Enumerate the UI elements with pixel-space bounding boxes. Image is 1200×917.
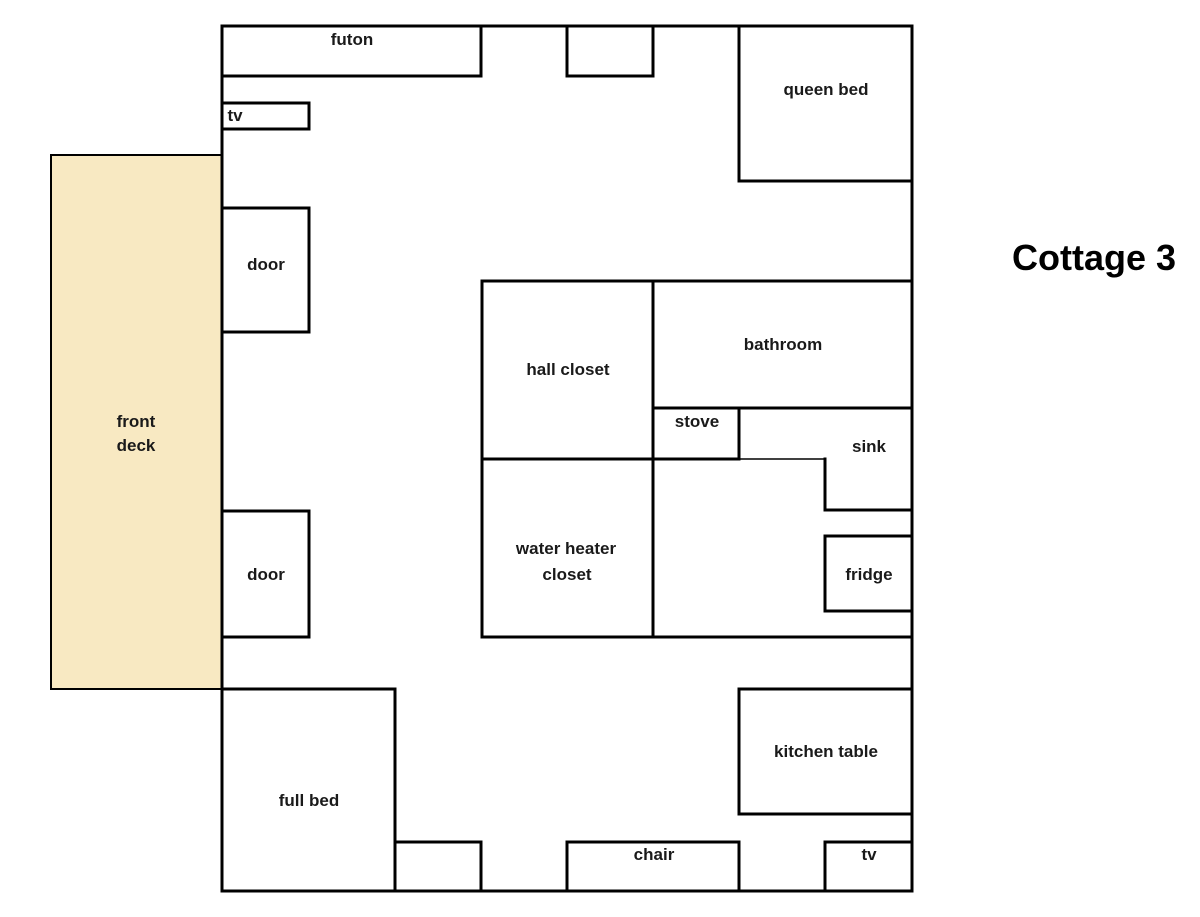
- tv-bottom-label: tv: [861, 845, 877, 864]
- tv-top-label: tv: [227, 106, 243, 125]
- futon-label: futon: [331, 30, 373, 49]
- chair-label: chair: [634, 845, 675, 864]
- full-bed-label: full bed: [279, 791, 339, 810]
- sink: [823, 457, 914, 512]
- queen-bed: [737, 24, 914, 183]
- tv-top: [220, 101, 311, 131]
- fridge: [823, 534, 914, 613]
- futon: [220, 24, 483, 78]
- top-cabinet: [565, 24, 655, 78]
- front-deck-label-line1: front: [117, 412, 156, 431]
- tv-bottom: [823, 840, 914, 893]
- chair: [565, 840, 741, 893]
- door-lower-label: door: [247, 565, 285, 584]
- front-deck-label-line2: deck: [117, 436, 156, 455]
- page-title: Cottage 3: [1012, 237, 1176, 278]
- sink-label: sink: [852, 437, 887, 456]
- water-heater-label-line1: water heater: [515, 539, 617, 558]
- bathroom-label: bathroom: [744, 335, 822, 354]
- stove-label: stove: [675, 412, 719, 431]
- hall-closet-label: hall closet: [526, 360, 609, 379]
- door-upper-label: door: [247, 255, 285, 274]
- front-deck: [50, 154, 223, 690]
- water-heater-label-line2: closet: [542, 565, 591, 584]
- door-upper: [220, 206, 311, 334]
- full-bed: [220, 687, 397, 893]
- door-lower: [220, 509, 311, 639]
- kitchen-table: [737, 687, 914, 816]
- kitchen-table-label: kitchen table: [774, 742, 878, 761]
- queen-bed-label: queen bed: [783, 80, 868, 99]
- bottom-cabinet: [393, 840, 483, 893]
- fridge-label: fridge: [845, 565, 892, 584]
